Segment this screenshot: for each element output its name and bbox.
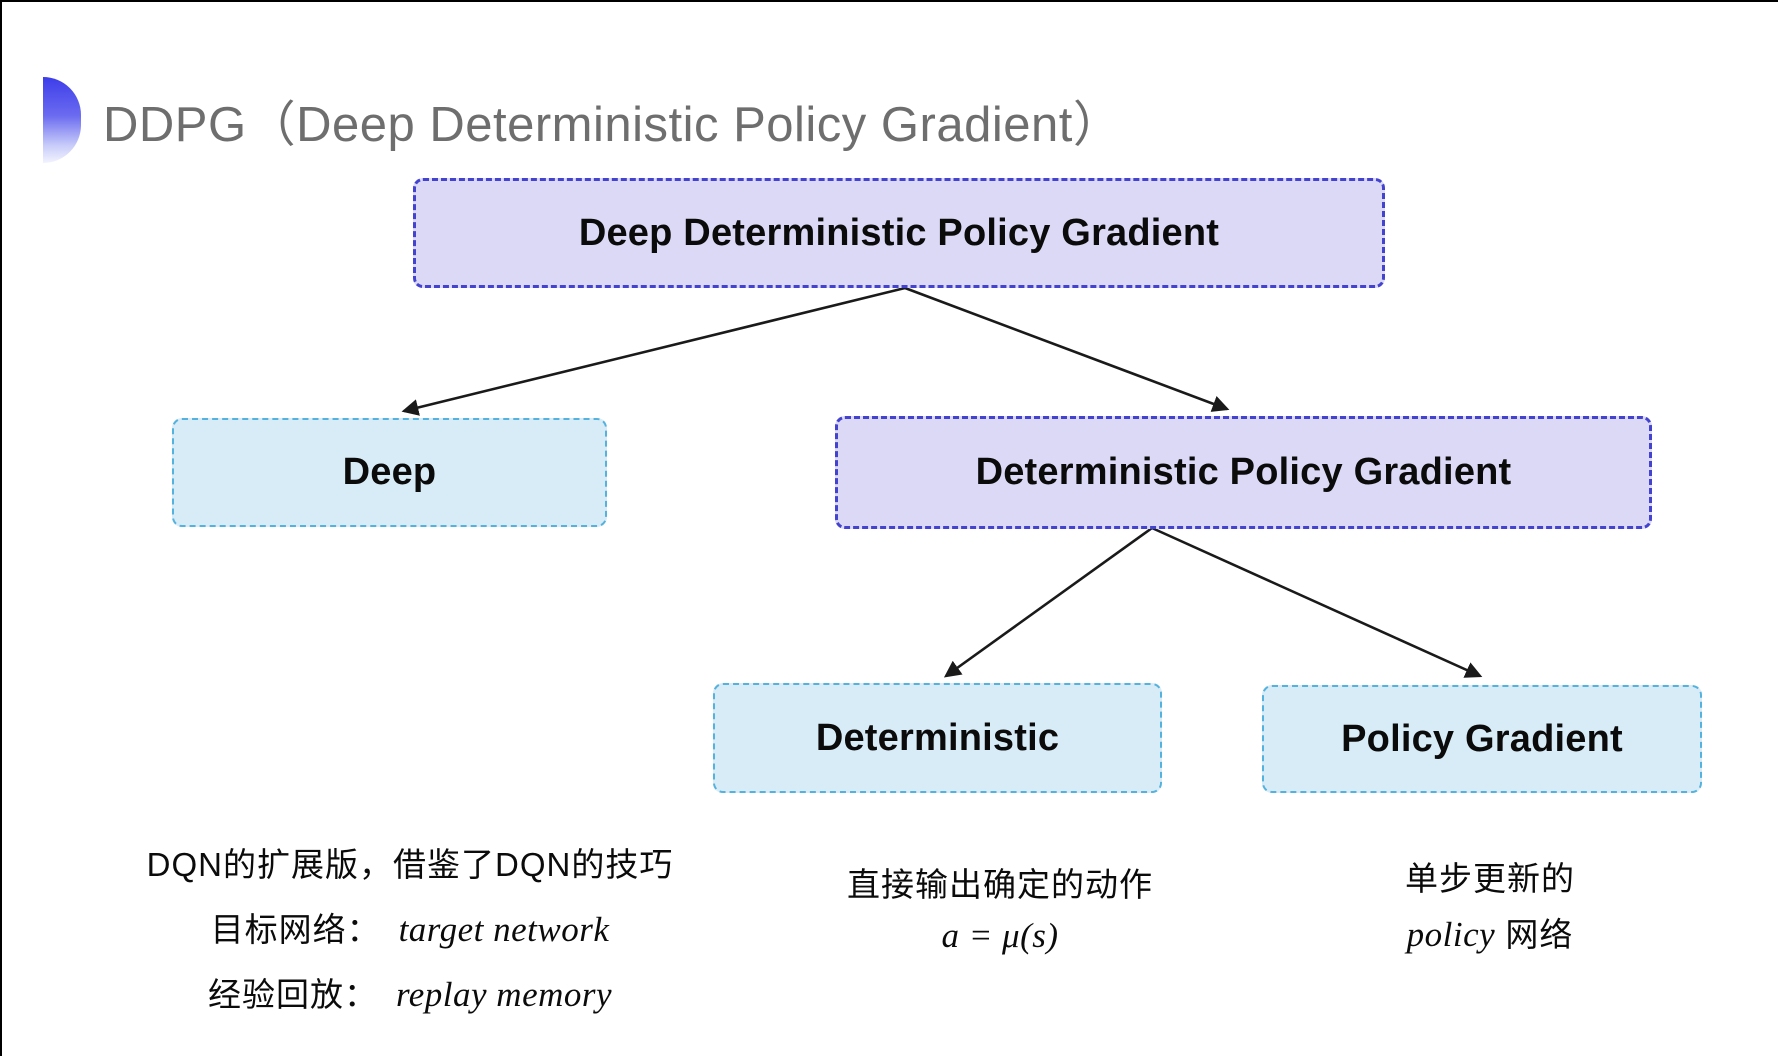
- arrow-dpg-to-deterministic: [943, 526, 1153, 678]
- note-deep-line1: DQN的扩展版，借鉴了DQN的技巧: [146, 846, 674, 883]
- node-deep-deterministic-policy-gradient: Deep Deterministic Policy Gradient: [413, 178, 1385, 288]
- arrow-dpg-to-policy-gradient: [1151, 526, 1483, 678]
- note-deep: DQN的扩展版，借鉴了DQN的技巧 目标网络： target network 经验…: [110, 838, 710, 1033]
- note-policy-gradient: 单步更新的 policy 网络: [1320, 852, 1660, 964]
- network-word: 网络: [1495, 916, 1574, 953]
- page-title: DDPG（Deep Deterministic Policy Gradient）: [103, 97, 1123, 152]
- replay-memory-label: 经验回放：: [207, 976, 378, 1013]
- top-edge-line: [0, 0, 1778, 2]
- policy-word: policy: [1406, 915, 1496, 954]
- note-policy-gradient-line1: 单步更新的: [1405, 860, 1575, 897]
- node-policy-gradient: Policy Gradient: [1262, 685, 1702, 793]
- arrow-root-to-deep: [401, 286, 906, 416]
- note-deep-target-network: 目标网络： target network: [110, 903, 710, 951]
- note-deterministic: 直接输出确定的动作 a = μ(s): [790, 858, 1210, 966]
- note-deterministic-formula: a = μ(s): [941, 916, 1059, 955]
- target-network-label: 目标网络：: [210, 911, 381, 948]
- title-bullet-icon: [43, 77, 81, 163]
- arrow-root-to-dpg: [904, 286, 1230, 412]
- target-network-value: target network: [398, 910, 610, 949]
- node-deep: Deep: [172, 418, 607, 527]
- replay-memory-value: replay memory: [395, 975, 613, 1014]
- title-row: DDPG（Deep Deterministic Policy Gradient）: [43, 76, 1122, 164]
- left-edge-line: [0, 0, 2, 1056]
- node-deterministic-policy-gradient: Deterministic Policy Gradient: [835, 416, 1652, 529]
- note-deterministic-line1: 直接输出确定的动作: [847, 866, 1153, 903]
- note-deep-replay-memory: 经验回放： replay memory: [110, 968, 710, 1016]
- note-policy-gradient-line2: policy 网络: [1320, 908, 1660, 956]
- node-deterministic: Deterministic: [713, 683, 1162, 793]
